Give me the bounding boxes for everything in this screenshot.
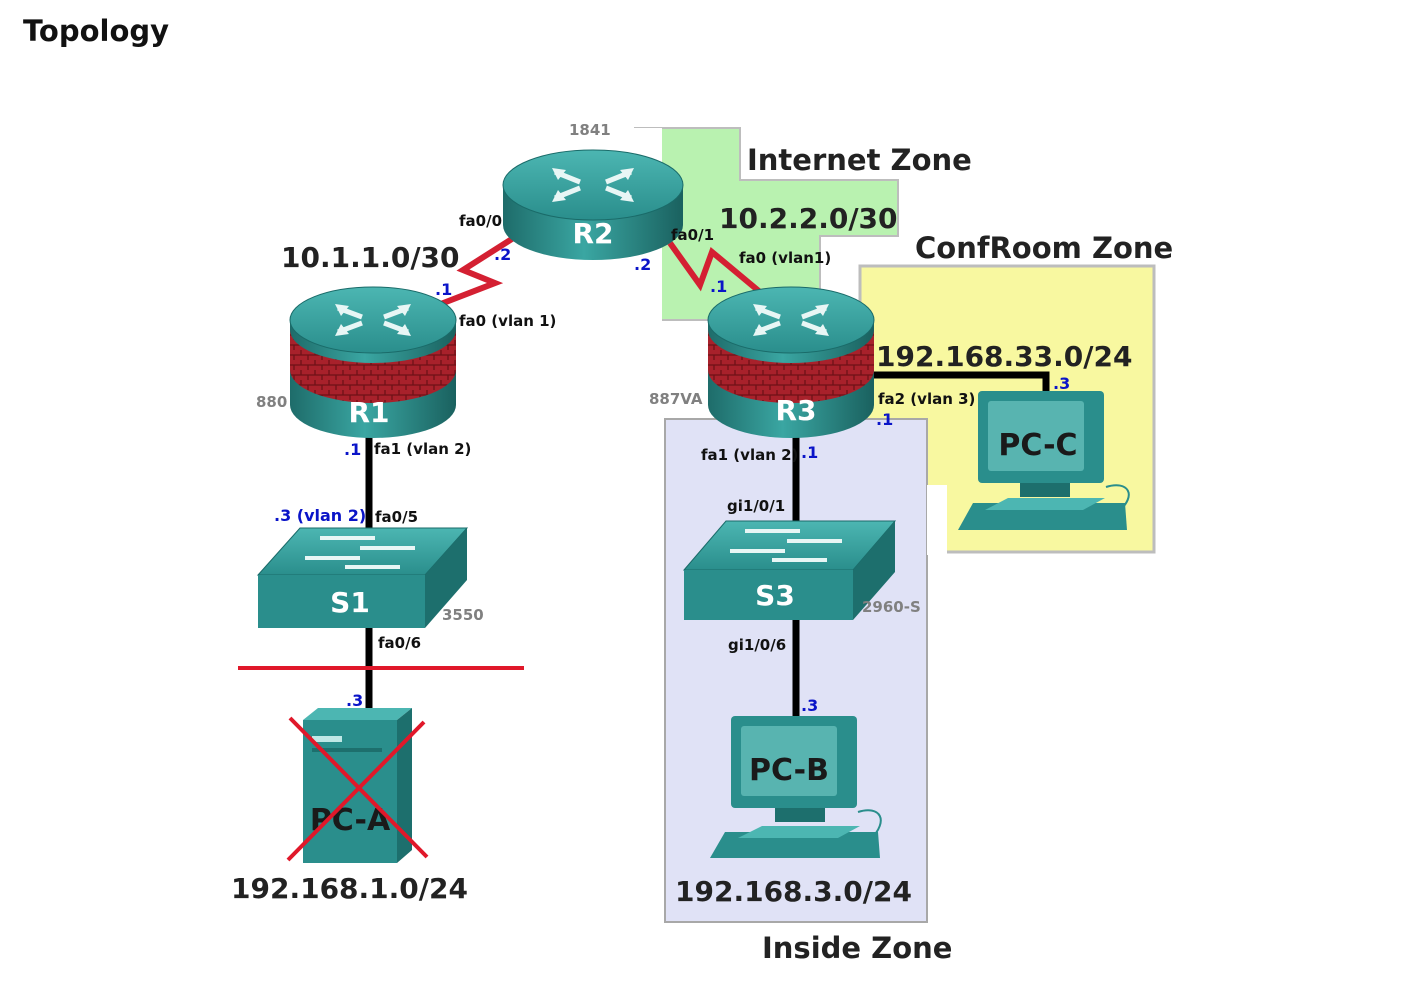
net-r2-r3: 10.2.2.0/30 — [719, 202, 898, 235]
pc-a-cross-out — [286, 716, 429, 862]
net-r1-r2: 10.1.1.0/30 — [281, 241, 460, 274]
s3-name: S3 — [755, 579, 795, 612]
host-r3-fa2: .1 — [876, 410, 893, 429]
host-r2-fa01: .2 — [634, 255, 651, 274]
if-r2-fa01: fa0/1 — [671, 226, 714, 244]
if-r1-fa0: fa0 (vlan 1) — [459, 312, 556, 330]
if-s1-fa05: fa0/5 — [375, 508, 418, 526]
host-s1-vlan2: .3 (vlan 2) — [274, 506, 366, 525]
r2-model: 1841 — [569, 121, 611, 139]
s1-model: 3550 — [442, 606, 484, 624]
link-r1-r2 — [418, 234, 517, 315]
if-r2-fa00: fa0/0 — [459, 212, 502, 230]
link-r3-pcc — [872, 371, 1050, 392]
switch-s3: S3 — [682, 520, 897, 620]
r3-name: R3 — [775, 394, 816, 427]
host-pcc: .3 — [1053, 374, 1070, 393]
router-r2: R2 — [502, 149, 684, 260]
r1-model: 880 — [256, 393, 287, 411]
host-r1-fa0: .1 — [435, 280, 452, 299]
host-r3-fa0: .1 — [710, 277, 727, 296]
s3-model: 2960-S — [862, 598, 921, 616]
if-r1-fa1: fa1 (vlan 2) — [374, 440, 471, 458]
if-r3-fa1: fa1 (vlan 2) — [701, 446, 798, 464]
pcb-name: PC-B — [749, 753, 829, 788]
r1-name: R1 — [348, 396, 389, 429]
router-r1: R1 — [289, 286, 457, 438]
pc-b: PC-B — [710, 716, 882, 858]
net-lan-c: 192.168.33.0/24 — [876, 340, 1132, 373]
if-r3-fa0: fa0 (vlan1) — [739, 249, 831, 267]
pc-c: PC-C — [958, 391, 1130, 530]
host-pca: .3 — [346, 691, 363, 710]
r2-name: R2 — [572, 217, 613, 250]
confroom-zone-label: ConfRoom Zone — [915, 231, 1173, 265]
net-lan-b: 192.168.3.0/24 — [675, 875, 912, 908]
page-title: Topology — [23, 14, 170, 48]
pcc-name: PC-C — [998, 428, 1077, 463]
host-r3-fa1: .1 — [801, 443, 818, 462]
s1-name: S1 — [330, 586, 370, 619]
pc-a: PC-A — [303, 708, 412, 863]
host-r1-fa1: .1 — [344, 440, 361, 459]
host-pcb: .3 — [801, 696, 818, 715]
if-r3-fa2: fa2 (vlan 3) — [878, 390, 975, 408]
inside-zone-label: Inside Zone — [762, 931, 952, 965]
link-r2-r3 — [667, 241, 762, 295]
if-s1-fa06: fa0/6 — [378, 634, 421, 652]
host-r2-fa00: .2 — [494, 245, 511, 264]
if-s3-gi106: gi1/0/6 — [728, 636, 786, 654]
router-r3: R3 — [707, 286, 875, 438]
r3-model: 887VA — [649, 390, 703, 408]
if-s3-gi101: gi1/0/1 — [727, 497, 785, 515]
net-lan-a: 192.168.1.0/24 — [231, 872, 468, 905]
internet-zone-label: Internet Zone — [747, 143, 972, 177]
switch-s1: S1 — [256, 527, 469, 628]
